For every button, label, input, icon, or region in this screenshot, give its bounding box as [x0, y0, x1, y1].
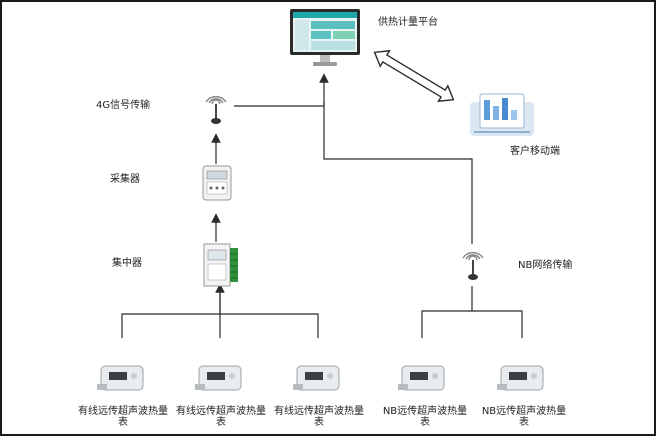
- meter-icon: [398, 362, 448, 398]
- meter-icon: [497, 362, 547, 398]
- antenna-4g-icon: [200, 88, 232, 132]
- meter-label: 有线远传超声波热量表: [78, 406, 168, 428]
- meter-icon: [293, 362, 343, 398]
- platform-label: 供热计量平台: [378, 17, 438, 28]
- meter-label: 有线远传超声波热量表: [274, 406, 364, 428]
- meter-icon: [195, 362, 245, 398]
- meter-label: NB远传超声波热量表: [481, 406, 567, 428]
- collector-icon: [202, 165, 232, 205]
- meter-label: NB远传超声波热量表: [382, 406, 468, 428]
- concentrator-icon: [202, 242, 240, 292]
- mobile-label: 客户移动端: [510, 146, 560, 157]
- connector-lines: [121, 49, 523, 338]
- meter-label: 有线远传超声波热量表: [176, 406, 266, 428]
- antenna-nb-icon: [457, 244, 489, 288]
- link-nb-platform: [323, 102, 473, 244]
- monitor-icon: [289, 8, 361, 74]
- concentrator-label: 集中器: [112, 258, 142, 269]
- nb-network-label: NB网络传输: [518, 260, 573, 271]
- meter-icon: [97, 362, 147, 398]
- double-arrow: [373, 49, 455, 103]
- collector-label: 采集器: [110, 174, 140, 185]
- signal-4g-label: 4G信号传输: [96, 100, 151, 111]
- mobile-client-icon: [468, 88, 538, 142]
- bus-nb: [421, 286, 523, 338]
- link-4g-platform: [234, 73, 329, 107]
